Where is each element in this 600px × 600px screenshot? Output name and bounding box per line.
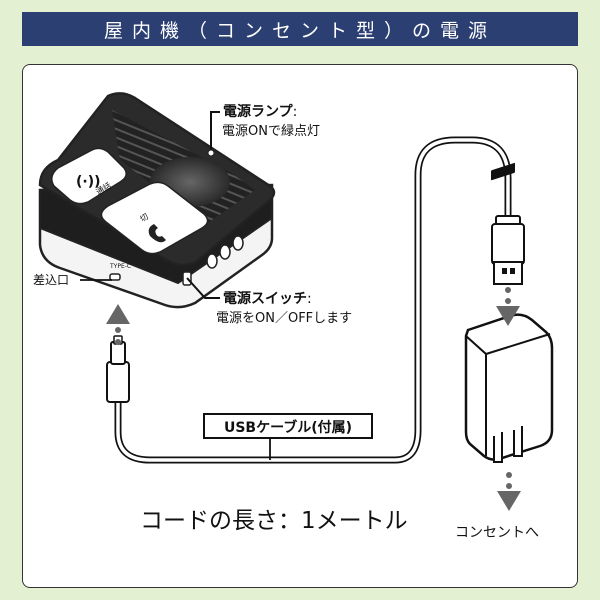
call-button[interactable] — [51, 147, 127, 205]
usb-cable-label: USBケーブル(付属) — [224, 419, 352, 436]
usb-a-socket — [491, 162, 515, 181]
usb-cable-label-box — [203, 413, 373, 439]
power-lamp-colon: : — [293, 104, 298, 120]
hangup-button[interactable] — [100, 181, 209, 255]
usb-c-plug — [106, 335, 130, 403]
insert-arrow-down — [496, 287, 520, 326]
usb-c-port — [109, 273, 121, 281]
power-switch-colon: : — [307, 291, 312, 307]
outlet-label: コンセントへ — [455, 525, 539, 541]
side-knob[interactable] — [206, 253, 218, 269]
phone-wave-icon: (·)) — [76, 174, 101, 190]
power-switch-title: 電源スイッチ — [223, 290, 307, 307]
power-switch-desc: 電源をON／OFFします — [216, 311, 352, 326]
usb-a-plug — [491, 215, 525, 285]
side-knob[interactable] — [219, 244, 231, 260]
cable-length-text: コードの長さ：1メートル — [140, 508, 408, 534]
ac-adapter — [464, 162, 554, 463]
plug-prong — [513, 426, 523, 457]
power-lamp-callout: 電源ランプ: — [223, 103, 297, 120]
port-label: 差込口 — [33, 273, 69, 287]
switch-leader-line — [186, 277, 220, 299]
power-lamp-desc: 電源ONで緑点灯 — [222, 124, 320, 139]
outlet-arrow-down — [497, 472, 521, 511]
hangup-button-label: 切 — [139, 212, 150, 224]
power-lamp — [207, 149, 215, 157]
port-type-label: TYPE-C — [109, 263, 131, 270]
power-switch-callout: 電源スイッチ: — [223, 290, 312, 307]
side-knob[interactable] — [232, 235, 244, 251]
arrows — [106, 287, 521, 511]
small-indicator — [74, 198, 78, 202]
indoor-unit: (·)) 通話 切 TYPE-C — [38, 92, 276, 309]
header-banner: 屋内機（コンセント型）の電源 — [22, 12, 578, 46]
handset-icon — [148, 224, 166, 243]
lamp-leader-line — [210, 111, 220, 150]
power-lamp-title: 電源ランプ — [223, 103, 294, 120]
plug-prong — [493, 432, 503, 463]
insert-arrow-up — [106, 304, 130, 345]
header-title: 屋内機（コンセント型）の電源 — [103, 19, 496, 42]
